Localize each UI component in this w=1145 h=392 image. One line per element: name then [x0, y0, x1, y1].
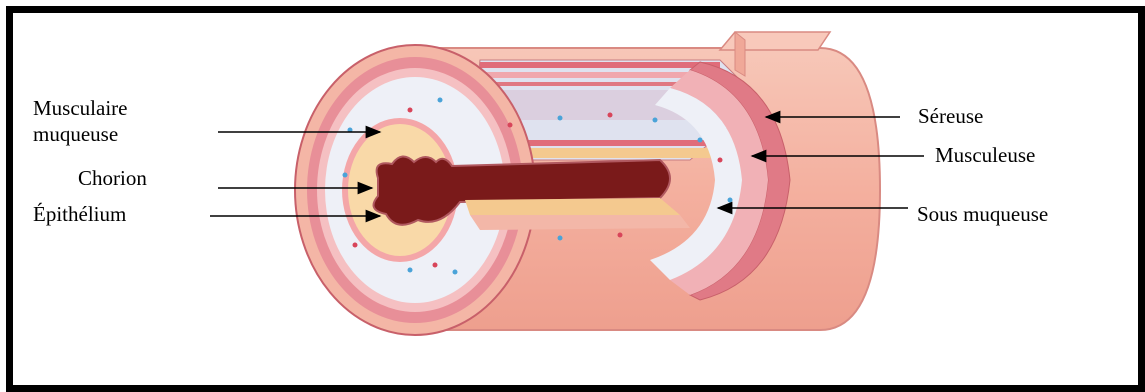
lumen: [374, 156, 691, 230]
label-musculaire-muqueuse: Musculaire muqueuse: [33, 96, 127, 147]
label-sous-muqueuse: Sous muqueuse: [917, 202, 1048, 228]
label-sereuse: Séreuse: [918, 104, 983, 130]
label-chorion: Chorion: [78, 166, 147, 192]
label-musculaire-line1: Musculaire: [33, 96, 127, 122]
label-musculeuse: Musculeuse: [935, 143, 1035, 169]
label-epithelium: Épithélium: [33, 202, 126, 228]
label-musculaire-line2: muqueuse: [33, 122, 127, 148]
